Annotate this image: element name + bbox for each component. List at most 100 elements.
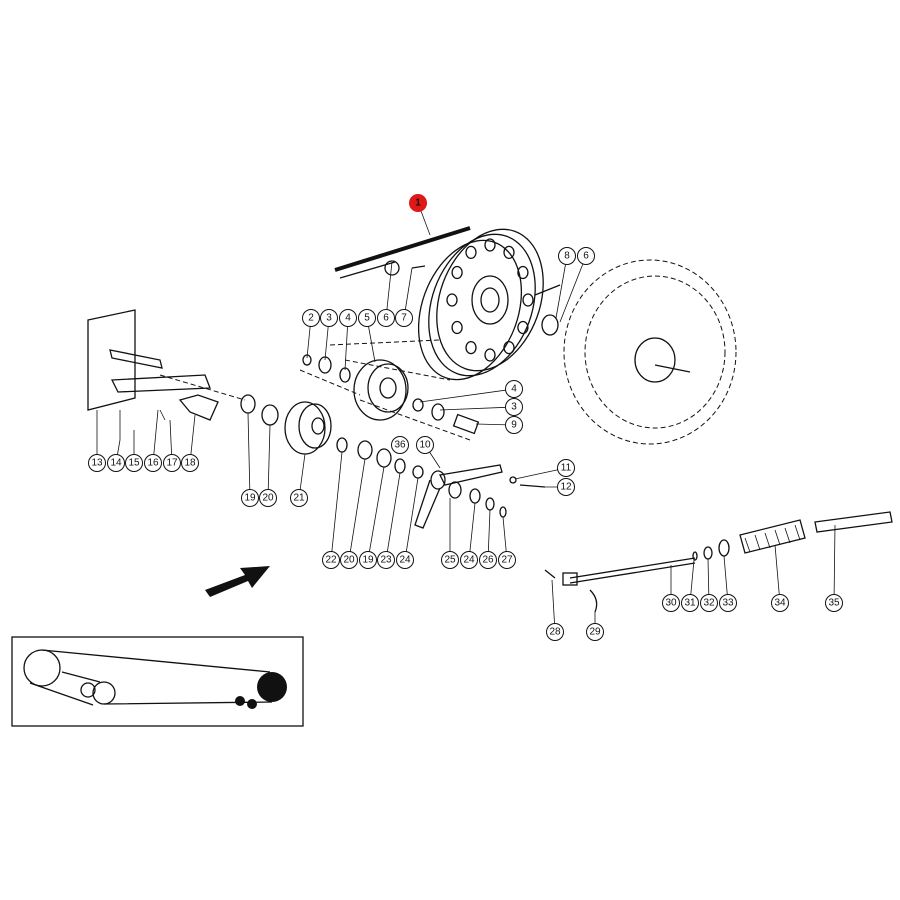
callout-part-16: 16 bbox=[144, 454, 162, 472]
callout-circle bbox=[558, 247, 576, 265]
callout-circle bbox=[719, 594, 737, 612]
callout-part-15: 15 bbox=[125, 454, 143, 472]
callout-part-20: 20 bbox=[259, 489, 277, 507]
main-pulley bbox=[417, 228, 561, 381]
callout-circle bbox=[163, 454, 181, 472]
callout-circle bbox=[416, 436, 434, 454]
callout-part-8: 8 bbox=[558, 247, 576, 265]
callout-circle bbox=[339, 309, 357, 327]
callout-part-2: 2 bbox=[302, 309, 320, 327]
callout-number: 12 bbox=[560, 482, 572, 493]
callout-number: 5 bbox=[364, 313, 370, 324]
callout-circle bbox=[395, 309, 413, 327]
callout-number: 20 bbox=[343, 555, 355, 566]
callout-number: 4 bbox=[345, 313, 351, 324]
callout-part-18: 18 bbox=[181, 454, 199, 472]
callout-circle bbox=[358, 309, 376, 327]
callout-number: 34 bbox=[774, 598, 786, 609]
callout-part-24: 24 bbox=[396, 551, 414, 569]
callout-number: 18 bbox=[184, 458, 196, 469]
callout-circle bbox=[181, 454, 199, 472]
callout-part-30: 30 bbox=[662, 594, 680, 612]
callout-circle bbox=[241, 489, 259, 507]
callout-number: 1 bbox=[415, 198, 421, 209]
callout-part-12: 12 bbox=[557, 478, 575, 496]
callout-part-28: 28 bbox=[546, 623, 564, 641]
callout-number: 19 bbox=[244, 493, 256, 504]
mounting-bracket bbox=[87, 309, 279, 440]
callout-part-19: 19 bbox=[359, 551, 377, 569]
callout-number: 8 bbox=[564, 251, 570, 262]
callout-circle bbox=[586, 623, 604, 641]
callout-number: 6 bbox=[383, 313, 389, 324]
callout-circle bbox=[479, 551, 497, 569]
callout-part-25: 25 bbox=[441, 551, 459, 569]
callout-number: 33 bbox=[722, 598, 734, 609]
callout-circle bbox=[409, 194, 427, 212]
callout-circle bbox=[557, 478, 575, 496]
callout-number: 27 bbox=[501, 555, 513, 566]
callout-number: 14 bbox=[110, 458, 122, 469]
callout-circle bbox=[505, 416, 523, 434]
callout-number: 26 bbox=[482, 555, 494, 566]
callout-part-11: 11 bbox=[557, 459, 575, 477]
callout-circle bbox=[700, 594, 718, 612]
callout-part-9: 9 bbox=[505, 416, 523, 434]
callout-circle bbox=[125, 454, 143, 472]
callout-circle bbox=[391, 436, 409, 454]
callout-number: 20 bbox=[262, 493, 274, 504]
callout-circle bbox=[577, 247, 595, 265]
callout-number: 19 bbox=[362, 555, 374, 566]
callout-circle bbox=[107, 454, 125, 472]
callout-circle bbox=[498, 551, 516, 569]
callout-part-5: 5 bbox=[358, 309, 376, 327]
callout-circle bbox=[460, 551, 478, 569]
callout-circle bbox=[771, 594, 789, 612]
callout-circle bbox=[144, 454, 162, 472]
callout-circle bbox=[359, 551, 377, 569]
callout-circle bbox=[505, 380, 523, 398]
callout-number: 29 bbox=[589, 627, 601, 638]
direction-arrow-icon bbox=[205, 566, 270, 597]
callout-part-14: 14 bbox=[107, 454, 125, 472]
callout-number: 28 bbox=[549, 627, 561, 638]
callout-part-19: 19 bbox=[241, 489, 259, 507]
callout-number: 32 bbox=[703, 598, 715, 609]
callout-number: 7 bbox=[401, 313, 407, 324]
callout-part-29: 29 bbox=[586, 623, 604, 641]
callout-part-20: 20 bbox=[340, 551, 358, 569]
callout-number: 6 bbox=[583, 251, 589, 262]
callout-number: 24 bbox=[463, 555, 475, 566]
callout-part-1-highlighted: 1 bbox=[409, 194, 427, 212]
callout-number: 36 bbox=[394, 440, 406, 451]
callout-circle bbox=[825, 594, 843, 612]
callout-part-34: 34 bbox=[771, 594, 789, 612]
callout-part-4: 4 bbox=[339, 309, 357, 327]
belt-routing-inset bbox=[11, 636, 304, 727]
callout-number: 31 bbox=[684, 598, 696, 609]
callout-circle bbox=[259, 489, 277, 507]
callout-circle bbox=[88, 454, 106, 472]
callout-part-24: 24 bbox=[460, 551, 478, 569]
v-belt bbox=[334, 226, 471, 279]
callout-part-31: 31 bbox=[681, 594, 699, 612]
callout-number: 23 bbox=[380, 555, 392, 566]
callout-part-17: 17 bbox=[163, 454, 181, 472]
callout-circle bbox=[396, 551, 414, 569]
callout-circle bbox=[302, 309, 320, 327]
callout-part-22: 22 bbox=[322, 551, 340, 569]
callout-number: 21 bbox=[293, 493, 305, 504]
callout-part-35: 35 bbox=[825, 594, 843, 612]
flywheel bbox=[563, 259, 737, 445]
callout-number: 2 bbox=[308, 313, 314, 324]
callout-part-23: 23 bbox=[377, 551, 395, 569]
callout-circle bbox=[441, 551, 459, 569]
callout-circle bbox=[377, 551, 395, 569]
callout-number: 17 bbox=[166, 458, 178, 469]
callout-circle bbox=[377, 309, 395, 327]
callout-number: 30 bbox=[665, 598, 677, 609]
callout-circle bbox=[557, 459, 575, 477]
callout-part-6: 6 bbox=[577, 247, 595, 265]
callout-number: 16 bbox=[147, 458, 159, 469]
